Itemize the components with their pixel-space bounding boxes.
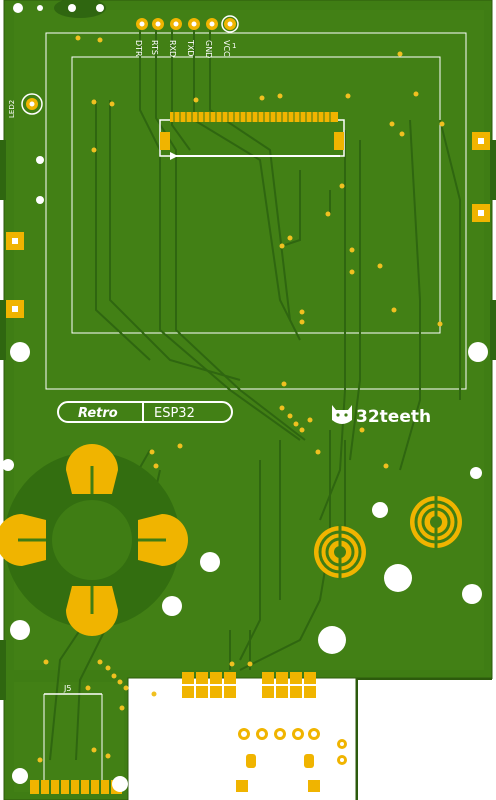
- serial-header: [136, 15, 239, 33]
- select-start-pads: [182, 672, 316, 698]
- led-outline: [21, 93, 43, 115]
- pin-label-gnd: GND: [204, 40, 213, 58]
- display-active-area: [71, 56, 441, 334]
- logo-esp32-text: ESP32: [154, 406, 195, 421]
- retro-esp32-logo: Retro ESP32: [57, 401, 233, 423]
- j5-connector: J5: [30, 684, 122, 794]
- board-cutout: [357, 679, 496, 800]
- display-outline: [45, 32, 467, 390]
- pin-label-dtr: DTR: [134, 40, 143, 57]
- led-label: LED2: [8, 100, 16, 118]
- logo-retro-text: Retro: [78, 406, 118, 421]
- pin-label-vcc: VCC: [222, 40, 231, 57]
- j1-connector: J1: [221, 715, 321, 792]
- j1-label: J1: [221, 771, 229, 780]
- pin-label-txd: TXD: [186, 39, 195, 57]
- pin-label-rts: RTS: [150, 40, 159, 55]
- button-a: [410, 494, 462, 550]
- pin1-marker: 1: [232, 42, 236, 50]
- vias: [37, 35, 445, 763]
- brand-text: 32teeth: [356, 407, 431, 427]
- j5-label: J5: [63, 684, 71, 693]
- pin-label-rxd: RXD: [168, 40, 177, 57]
- header-pin-labels: DTR RTS RXD TXD GND VCC: [134, 39, 231, 58]
- button-b: [314, 524, 366, 580]
- brand-logo: 32teeth: [332, 405, 431, 427]
- cat-head-icon: [332, 405, 352, 424]
- mounting-holes: [162, 502, 482, 654]
- dpad: [0, 444, 188, 636]
